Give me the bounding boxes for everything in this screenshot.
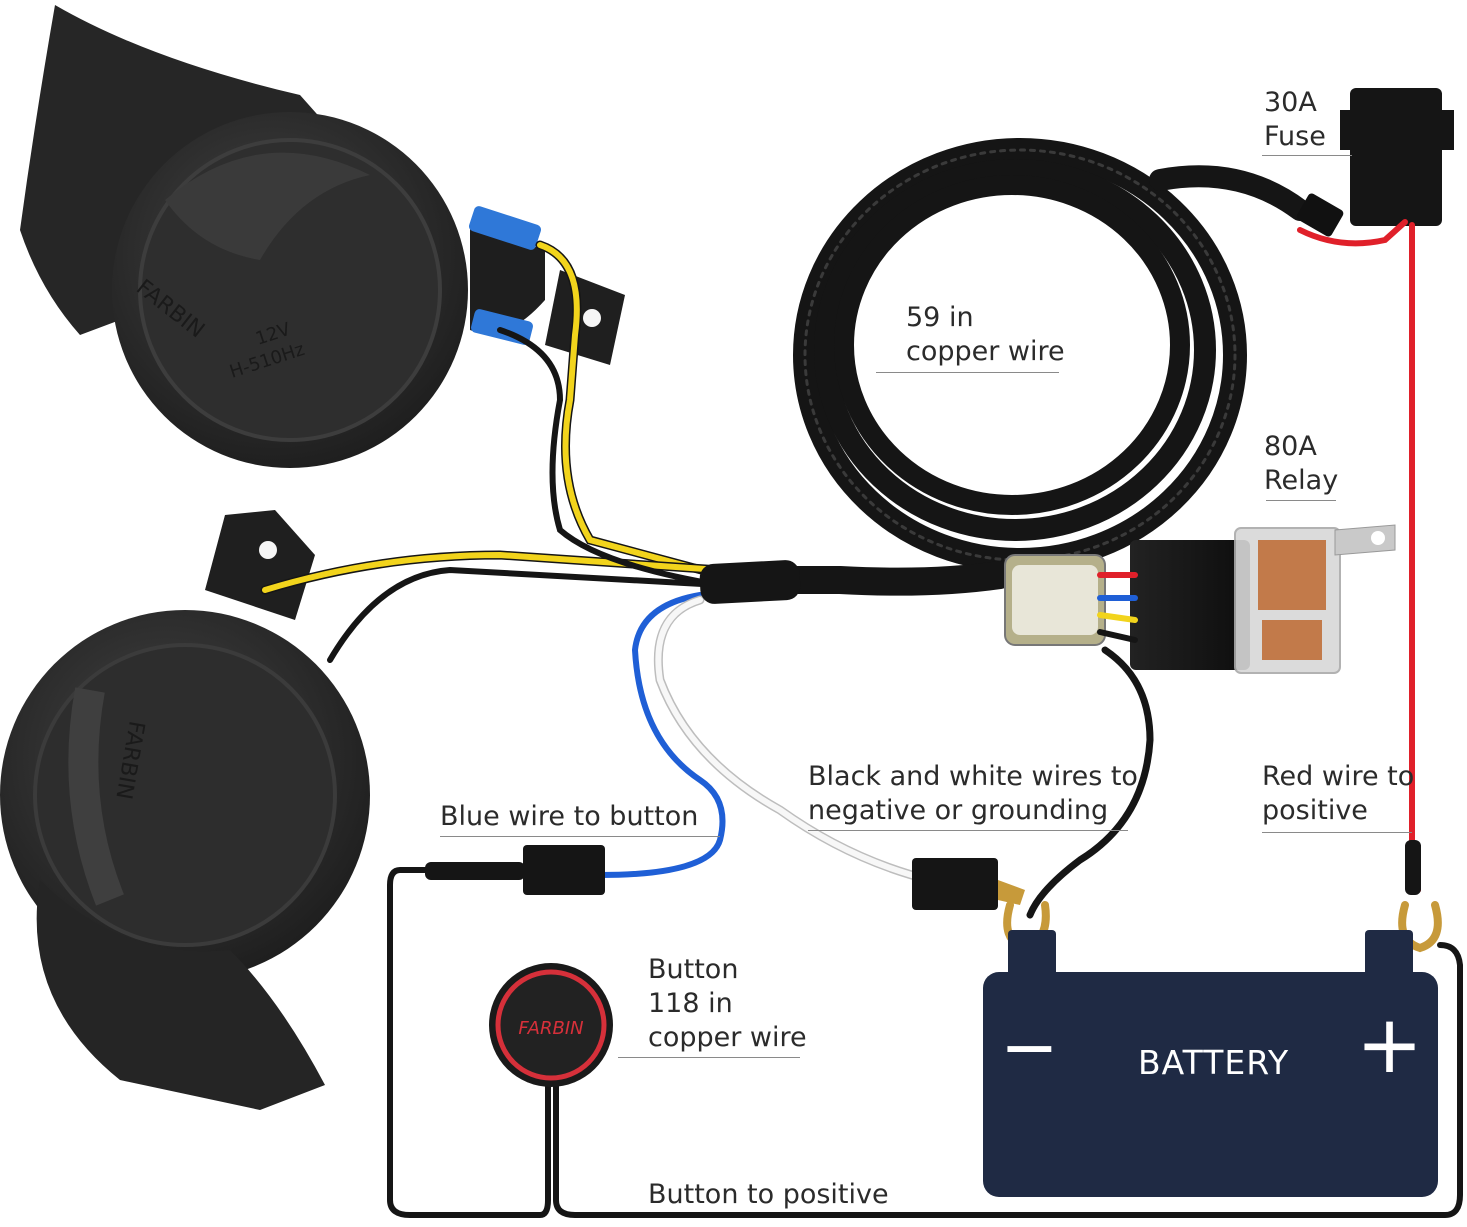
horn-top: FARBIN 12V H-510Hz [20, 5, 625, 468]
button-label-line3: copper wire [648, 1022, 807, 1053]
wires [260, 219, 1463, 1218]
horn-button: FARBIN [489, 963, 613, 1087]
ground-label-line2: negative or grounding [808, 795, 1109, 826]
white-wire [653, 595, 935, 885]
fuse-label-line1: 30A [1264, 87, 1317, 118]
ground-label-underline [808, 830, 1128, 831]
copper-wire-label-line1: 59 in [906, 302, 974, 333]
red-wire-label-line2: positive [1262, 795, 1368, 826]
loom-sleeve [699, 560, 801, 604]
blue-wire-label-underline [440, 836, 720, 837]
fuse-label-line2: Fuse [1264, 121, 1326, 152]
fuse-holder [1296, 88, 1454, 237]
button-to-positive-label: Button to positive [648, 1179, 889, 1210]
copper-wire-label-line2: copper wire [906, 336, 1065, 367]
relay-label-line1: 80A [1264, 431, 1317, 462]
red-wire-label-underline [1262, 832, 1412, 833]
blue-wire-connector [523, 845, 605, 895]
battery-negative-symbol: − [1000, 1006, 1060, 1088]
relay-label-line2: Relay [1264, 465, 1339, 496]
fuse-label-underline [1262, 155, 1352, 156]
red-wire-label-line1: Red wire to [1262, 761, 1415, 792]
horn-bottom: FARBIN [0, 510, 370, 1110]
button-label-line2: 118 in [648, 988, 733, 1019]
white-wire-connector [912, 858, 998, 910]
button-label-underline [618, 1057, 800, 1058]
blue-wire [597, 592, 726, 878]
battery-positive-symbol: + [1356, 998, 1425, 1091]
black-ground-wire [1026, 646, 1154, 919]
button-wire [387, 867, 551, 1218]
button-brand: FARBIN [518, 1018, 583, 1039]
button-to-positive-wire [553, 942, 1463, 1218]
battery-label: BATTERY [1138, 1043, 1290, 1082]
ground-label-line1: Black and white wires to [808, 761, 1138, 792]
relay-label-underline [1266, 500, 1336, 501]
relay [1004, 524, 1396, 674]
copper-wire-label-underline [876, 372, 1059, 373]
button-label-line1: Button [648, 954, 739, 985]
battery [983, 930, 1438, 1197]
blue-wire-label: Blue wire to button [440, 801, 699, 832]
